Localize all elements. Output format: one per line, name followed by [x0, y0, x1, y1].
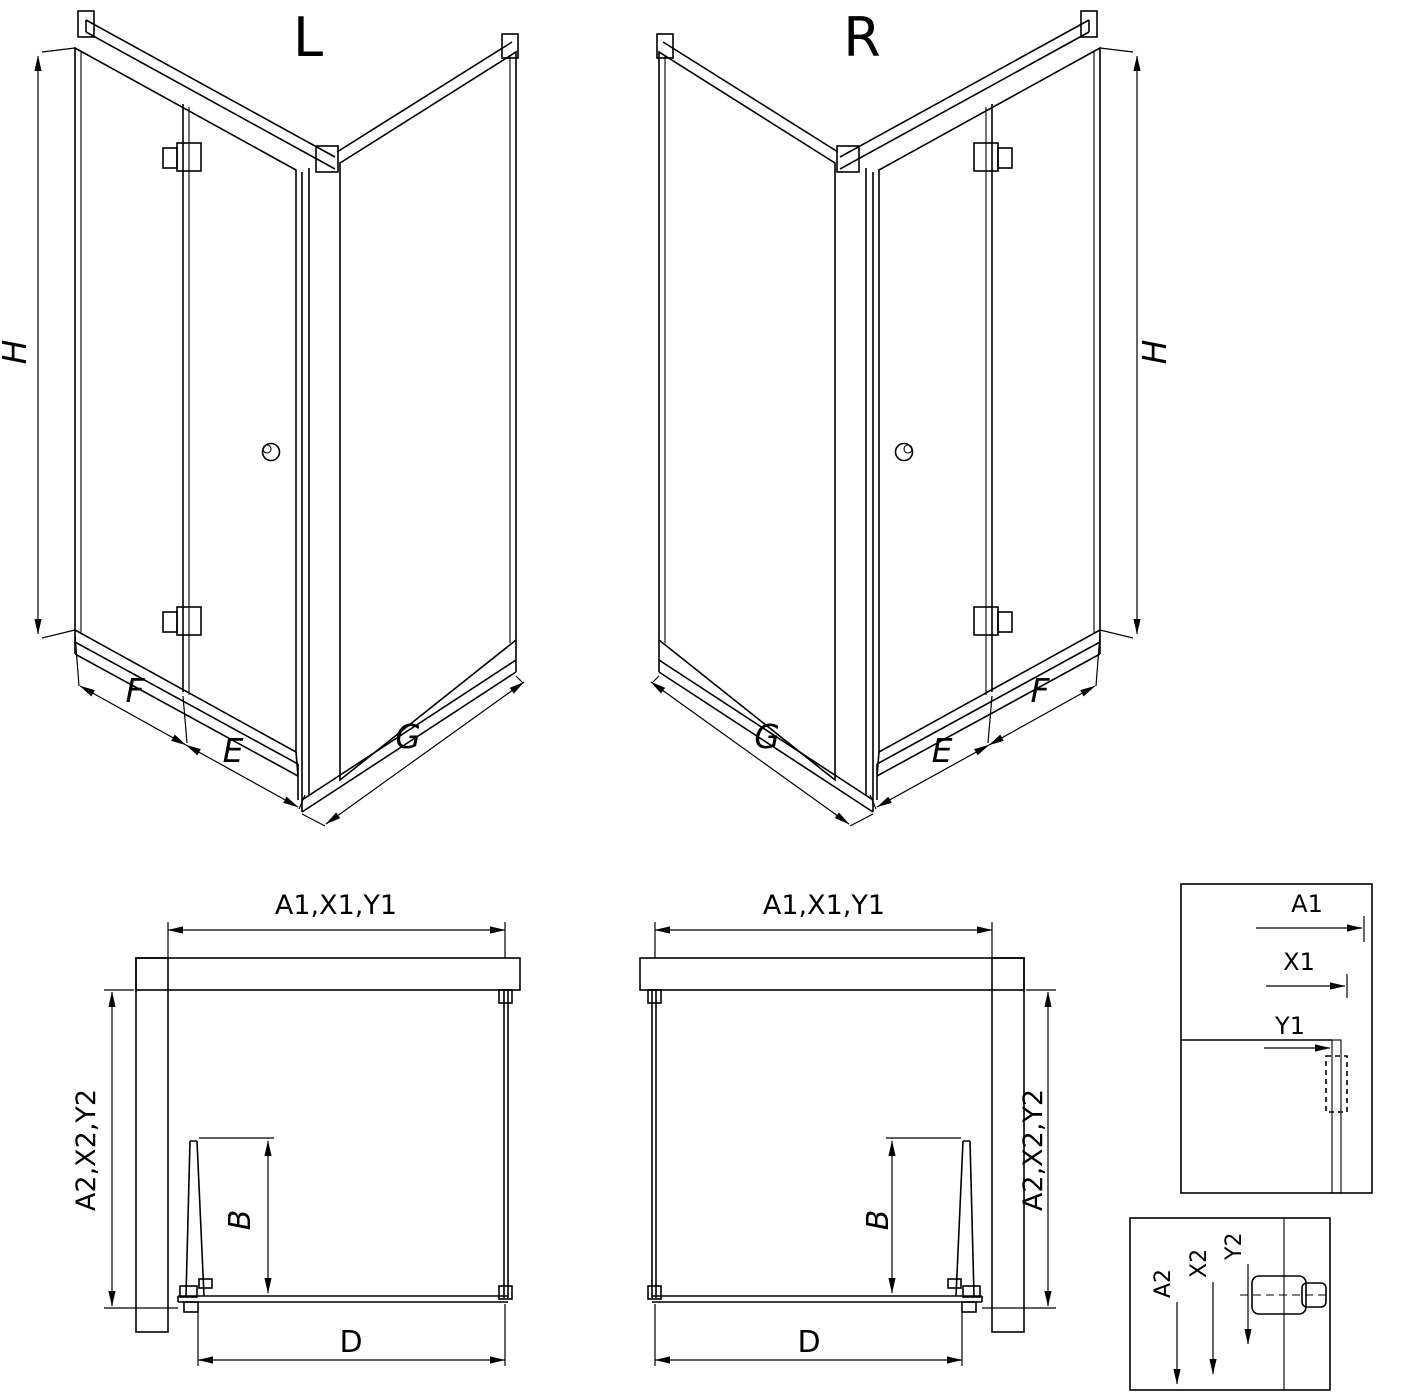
- plan-view-right: [640, 922, 1056, 1366]
- plan-right-dim-top: A1,X1,Y1: [763, 890, 885, 921]
- iso-left-dim-h: H: [0, 340, 34, 365]
- iso-right-dim-e: E: [932, 731, 953, 770]
- detail-dim-y1: Y1: [1274, 1012, 1305, 1040]
- detail-dim-a2: A2: [1151, 1269, 1176, 1298]
- plan-right-dim-d: D: [797, 1325, 820, 1360]
- plan-left-dim-b: B: [223, 1210, 258, 1231]
- plan-left-dim-side: A2,X2,Y2: [71, 1089, 102, 1211]
- iso-left-title: L: [293, 6, 323, 69]
- iso-right-dim-h: H: [1135, 340, 1174, 365]
- detail-dim-a1: A1: [1291, 890, 1323, 918]
- plan-right-dim-b: B: [861, 1210, 896, 1231]
- detail-dim-x2: X2: [1187, 1249, 1212, 1278]
- detail-dim-x1: X1: [1283, 948, 1315, 976]
- plan-left-dim-top: A1,X1,Y1: [275, 890, 397, 921]
- iso-right-dim-g: G: [754, 717, 780, 756]
- detail-dim-y2: Y2: [1222, 1233, 1247, 1261]
- iso-left-dim-g: G: [395, 717, 421, 756]
- detail-box-bottom: A2 X2 Y2: [1129, 1217, 1331, 1391]
- iso-left-dim-e: E: [223, 731, 244, 770]
- iso-view-left: [38, 11, 524, 826]
- iso-left-dim-f: F: [126, 671, 146, 710]
- plan-right-dim-side: A2,X2,Y2: [1018, 1089, 1049, 1211]
- iso-view-right: [651, 11, 1137, 826]
- wall-profile-hidden: [1325, 1055, 1348, 1113]
- iso-right-dim-f: F: [1031, 671, 1051, 710]
- glass-edge-profile: [1331, 1039, 1342, 1194]
- detail-box-front: A1 X1 Y1: [1180, 883, 1373, 1194]
- iso-right-title: R: [843, 6, 881, 69]
- plan-view-left: [104, 922, 520, 1366]
- plan-left-dim-d: D: [339, 1325, 362, 1360]
